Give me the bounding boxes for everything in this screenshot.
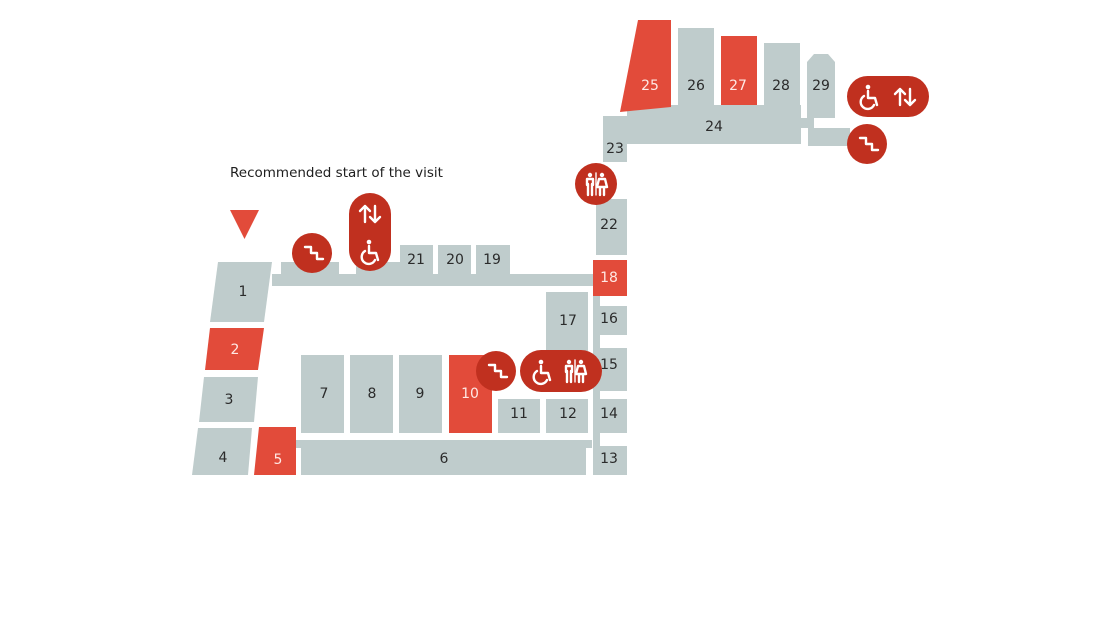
room-7[interactable]: 7: [301, 355, 344, 433]
room-16[interactable]: 16: [596, 306, 627, 335]
room-19[interactable]: 19: [476, 245, 510, 274]
start-marker: Recommended start of the visit: [230, 165, 443, 239]
room-number: 15: [600, 357, 618, 373]
facilities: [292, 76, 929, 392]
facility-restroom[interactable]: [575, 163, 617, 205]
room-number: 2: [231, 342, 240, 358]
room-number: 4: [219, 450, 228, 466]
room-number: 27: [729, 78, 747, 94]
room-22[interactable]: 22: [596, 199, 627, 255]
rooms: 1 2 3 4 5 6 7 8 9 10 11 12 13 14 15 16 1…: [192, 20, 835, 475]
room-8[interactable]: 8: [350, 355, 393, 433]
room-12[interactable]: 12: [546, 399, 588, 433]
room-number: 23: [606, 141, 624, 157]
room-13[interactable]: 13: [593, 446, 627, 475]
room-20[interactable]: 20: [438, 245, 471, 274]
room-number: 19: [483, 252, 501, 268]
start-arrow-icon: [230, 210, 259, 239]
room-number: 1: [239, 284, 248, 300]
facility-wheelchair-restroom[interactable]: [520, 350, 602, 392]
room-23[interactable]: 23: [603, 138, 627, 162]
room-29[interactable]: 29: [807, 54, 835, 118]
room-1[interactable]: 1: [210, 262, 272, 322]
room-number: 14: [600, 406, 618, 422]
facility-stairs-top-right[interactable]: [847, 124, 887, 164]
facility-wheelchair-elevator[interactable]: [847, 76, 929, 117]
room-number: 12: [559, 406, 577, 422]
room-number: 17: [559, 313, 577, 329]
room-5[interactable]: 5: [254, 427, 296, 475]
room-number: 22: [600, 217, 618, 233]
room-number: 29: [812, 78, 830, 94]
room-number: 28: [772, 78, 790, 94]
room-3[interactable]: 3: [199, 377, 258, 422]
room-number: 9: [416, 386, 425, 402]
room-number: 8: [368, 386, 377, 402]
start-label: Recommended start of the visit: [230, 165, 443, 181]
room-number: 6: [440, 451, 449, 467]
facility-stairs-top-left[interactable]: [292, 233, 332, 273]
room-2[interactable]: 2: [205, 328, 264, 370]
room-4[interactable]: 4: [192, 428, 252, 475]
room-24[interactable]: 24: [627, 112, 801, 144]
room-number: 5: [274, 452, 283, 468]
room-number: 13: [600, 451, 618, 467]
room-number: 20: [446, 252, 464, 268]
room-28[interactable]: 28: [764, 43, 800, 105]
facility-stairs-middle[interactable]: [476, 351, 516, 391]
room-25[interactable]: 25: [620, 20, 671, 112]
room-11[interactable]: 11: [498, 399, 540, 433]
room-number: 26: [687, 78, 705, 94]
room-27[interactable]: 27: [721, 36, 757, 105]
room-17[interactable]: 17: [546, 292, 588, 351]
room-6[interactable]: 6: [301, 446, 586, 475]
room-number: 16: [600, 311, 618, 327]
room-9[interactable]: 9: [399, 355, 442, 433]
room-number: 21: [407, 252, 425, 268]
facility-elevator-wheelchair[interactable]: [349, 193, 391, 271]
room-number: 24: [705, 119, 723, 135]
room-26[interactable]: 26: [678, 28, 714, 105]
room-number: 25: [641, 78, 659, 94]
room-number: 18: [600, 270, 618, 286]
room-number: 10: [461, 386, 479, 402]
room-number: 7: [320, 386, 329, 402]
room-14[interactable]: 14: [596, 399, 627, 433]
room-number: 11: [510, 406, 528, 422]
room-18[interactable]: 18: [593, 260, 627, 296]
room-21[interactable]: 21: [400, 245, 433, 274]
room-number: 3: [225, 392, 234, 408]
